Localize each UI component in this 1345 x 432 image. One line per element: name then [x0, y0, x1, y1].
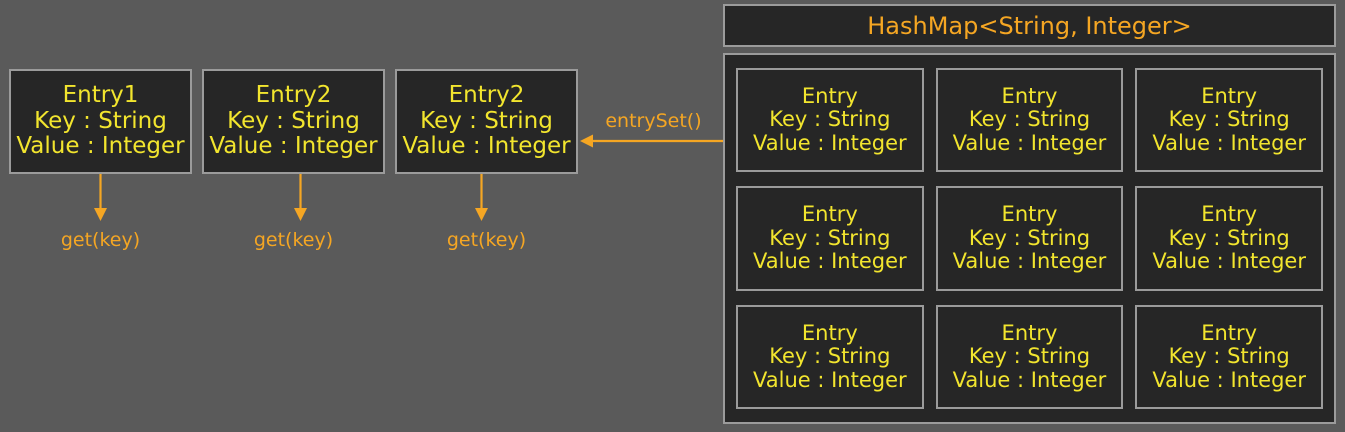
entry-title: Entry	[1201, 83, 1258, 108]
arrow-down-head-icon	[475, 208, 488, 221]
entry-value-line: Value : Integer	[1152, 249, 1306, 274]
arrow-down-head-icon	[294, 208, 307, 221]
entry-value-line: Value : Integer	[16, 133, 185, 160]
entry-key-line: Key : String	[34, 107, 167, 134]
entry-value-line: Value : Integer	[1152, 367, 1306, 392]
entryset-label: entrySet()	[605, 110, 702, 132]
entry-title: Entry	[1001, 320, 1058, 345]
entry-box-grid-8[interactable]: Entry Key : String Value : Integer	[935, 304, 1124, 409]
entry-key-line: Key : String	[420, 107, 553, 134]
entry-title: Entry1	[62, 81, 139, 108]
get-key-label-1: get(key)	[60, 229, 141, 251]
entry-key-line: Key : String	[227, 107, 360, 134]
entry-key-line: Key : String	[769, 107, 891, 132]
entry-box-left-3[interactable]: Entry2 Key : String Value : Integer	[395, 69, 578, 174]
entry-title: Entry	[1201, 320, 1258, 345]
entry-box-grid-7[interactable]: Entry Key : String Value : Integer	[736, 304, 924, 409]
entry-box-left-2[interactable]: Entry2 Key : String Value : Integer	[202, 69, 385, 174]
entry-value-line: Value : Integer	[402, 133, 571, 160]
entry-key-line: Key : String	[1168, 344, 1290, 369]
entry-title: Entry2	[255, 81, 332, 108]
hashmap-title-bar: HashMap<String, Integer>	[723, 4, 1336, 47]
entry-value-line: Value : Integer	[753, 249, 907, 274]
entry-key-line: Key : String	[769, 225, 891, 250]
entry-value-line: Value : Integer	[209, 133, 378, 160]
entry-box-grid-6[interactable]: Entry Key : String Value : Integer	[1135, 186, 1323, 291]
entry-value-line: Value : Integer	[753, 367, 907, 392]
entry-key-line: Key : String	[769, 344, 891, 369]
entry-box-left-1[interactable]: Entry1 Key : String Value : Integer	[9, 69, 192, 174]
entry-box-grid-1[interactable]: Entry Key : String Value : Integer	[736, 68, 924, 173]
arrow-down-head-icon	[94, 208, 107, 221]
entry-box-grid-3[interactable]: Entry Key : String Value : Integer	[1135, 68, 1323, 173]
get-key-label-3: get(key)	[446, 229, 527, 251]
entry-value-line: Value : Integer	[753, 130, 907, 155]
get-key-arrows	[94, 174, 488, 221]
entry-title: Entry	[1001, 202, 1058, 227]
entry-title: Entry2	[448, 81, 525, 108]
entry-title: Entry	[801, 320, 858, 345]
entry-title: Entry	[801, 202, 858, 227]
get-key-label-2: get(key)	[253, 229, 334, 251]
entryset-arrow	[580, 134, 725, 148]
entry-value-line: Value : Integer	[952, 130, 1107, 155]
entry-box-grid-5[interactable]: Entry Key : String Value : Integer	[935, 186, 1124, 291]
entry-box-grid-2[interactable]: Entry Key : String Value : Integer	[935, 68, 1124, 173]
entry-grid: Entry Key : String Value : Integer Entry…	[736, 68, 1323, 409]
entry-box-grid-4[interactable]: Entry Key : String Value : Integer	[736, 186, 924, 291]
entry-box-grid-9[interactable]: Entry Key : String Value : Integer	[1135, 304, 1323, 409]
entry-key-line: Key : String	[1168, 225, 1290, 250]
entry-value-line: Value : Integer	[952, 249, 1107, 274]
entry-value-line: Value : Integer	[1152, 130, 1306, 155]
entry-key-line: Key : String	[968, 107, 1091, 132]
entry-key-line: Key : String	[968, 344, 1091, 369]
hashmap-body: Entry Key : String Value : Integer Entry…	[723, 53, 1336, 424]
hashmap-panel: HashMap<String, Integer> Entry Key : Str…	[723, 4, 1336, 424]
hashmap-title: HashMap<String, Integer>	[867, 11, 1192, 40]
entry-value-line: Value : Integer	[952, 367, 1107, 392]
arrow-left-head-icon	[580, 134, 593, 148]
entry-title: Entry	[1001, 83, 1058, 108]
entry-key-line: Key : String	[968, 225, 1091, 250]
entry-title: Entry	[801, 83, 858, 108]
entry-key-line: Key : String	[1168, 107, 1290, 132]
entry-title: Entry	[1201, 202, 1258, 227]
